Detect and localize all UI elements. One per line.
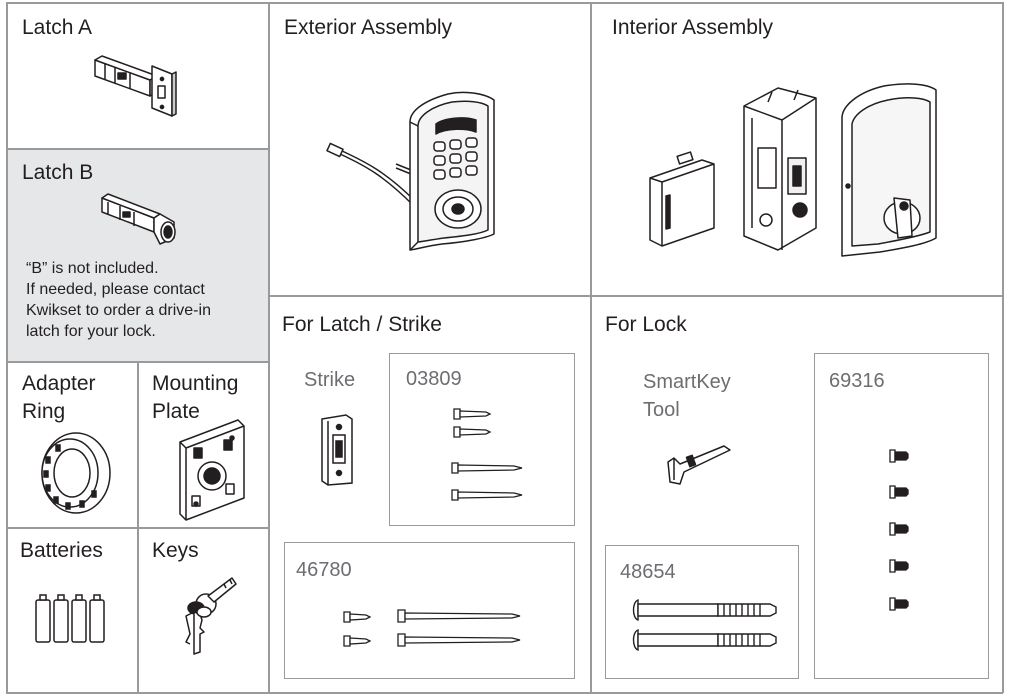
pack-69316-label: 69316 bbox=[829, 370, 885, 392]
batteries-illustration bbox=[34, 592, 112, 644]
grid-divider-h3 bbox=[6, 527, 268, 529]
latch-b-title: Latch B bbox=[22, 161, 94, 184]
pack-46780-screws bbox=[342, 608, 524, 654]
smartkey-tool-label: SmartKey Tool bbox=[643, 371, 731, 421]
smartkey-tool-illustration bbox=[666, 442, 732, 488]
adapter-ring-illustration bbox=[36, 427, 114, 517]
interior-assembly-illustration bbox=[648, 78, 938, 258]
pack-69316-screws bbox=[888, 448, 912, 618]
grid-divider-v1 bbox=[268, 2, 270, 693]
strike-label: Strike bbox=[304, 369, 356, 391]
latch-strike-title: For Latch / Strike bbox=[282, 313, 442, 336]
pack-48654-box bbox=[605, 545, 799, 679]
pack-03809-label: 03809 bbox=[406, 368, 462, 390]
grid-divider-v2 bbox=[590, 2, 592, 693]
pack-46780-label: 46780 bbox=[296, 559, 352, 581]
keys-title: Keys bbox=[152, 539, 199, 562]
exterior-assembly-title: Exterior Assembly bbox=[284, 16, 453, 39]
pack-03809-screws bbox=[452, 407, 524, 505]
latch-b-panel bbox=[6, 148, 268, 361]
grid-divider-h2 bbox=[6, 361, 268, 363]
interior-assembly-title: Interior Assembly bbox=[612, 16, 774, 39]
grid-right-border bbox=[1002, 2, 1004, 693]
pack-69316-box bbox=[814, 353, 989, 679]
pack-48654-bolts bbox=[630, 598, 780, 654]
pack-46780-box bbox=[284, 542, 575, 679]
adapter-ring-title: Adapter Ring bbox=[22, 372, 96, 423]
batteries-title: Batteries bbox=[20, 539, 103, 562]
pack-48654-label: 48654 bbox=[620, 561, 676, 583]
latch-a-illustration bbox=[90, 38, 190, 128]
mounting-plate-illustration bbox=[172, 418, 252, 522]
pack-03809-box bbox=[389, 353, 575, 526]
grid-divider-h1 bbox=[6, 148, 268, 150]
grid-divider-h4 bbox=[268, 295, 1003, 297]
mounting-plate-title: Mounting Plate bbox=[152, 372, 239, 423]
grid-left-border bbox=[6, 2, 8, 693]
grid-bottom-border bbox=[6, 692, 1003, 694]
strike-illustration bbox=[320, 413, 354, 487]
grid-top-border bbox=[6, 2, 1003, 4]
latch-b-illustration bbox=[98, 188, 183, 250]
latch-a-title: Latch A bbox=[22, 16, 93, 39]
latch-b-note: “B” is not included. If needed, please c… bbox=[26, 260, 211, 340]
keys-illustration bbox=[178, 574, 240, 658]
for-lock-title: For Lock bbox=[605, 313, 687, 336]
exterior-assembly-illustration bbox=[326, 92, 496, 252]
